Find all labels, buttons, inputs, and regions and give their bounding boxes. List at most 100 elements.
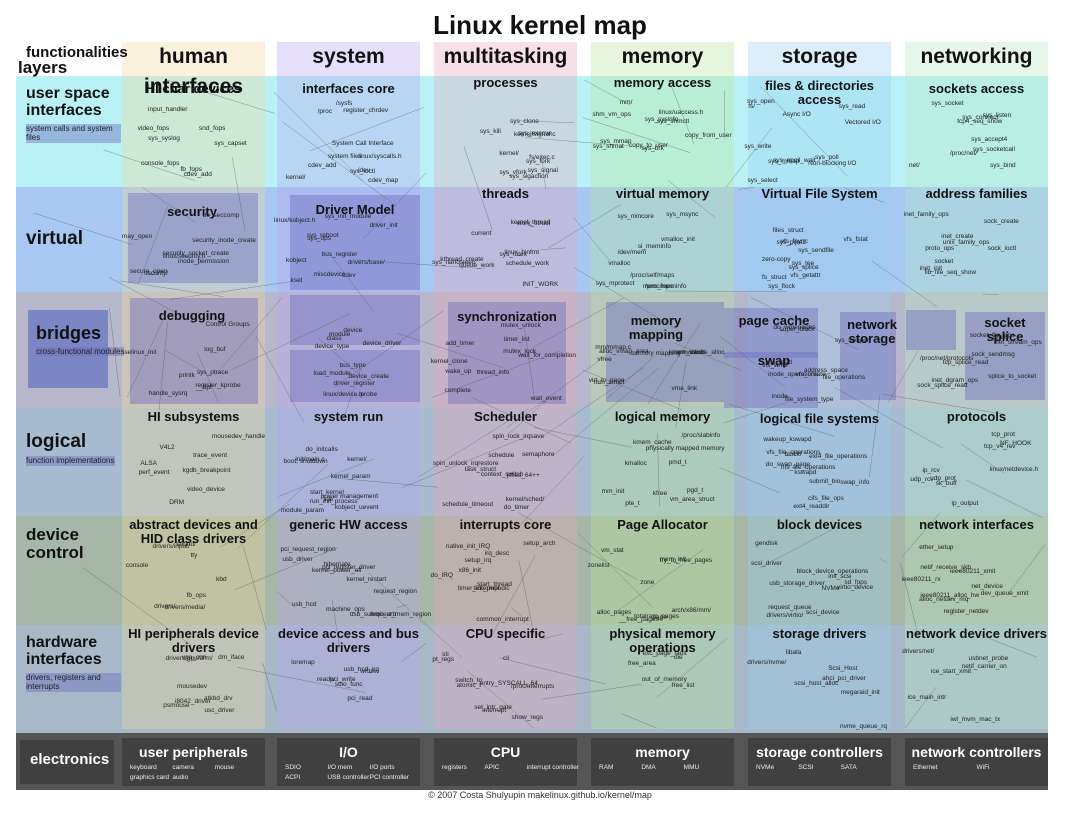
connection-line [728, 404, 835, 437]
func-networking-14: inet_family_ops [903, 210, 949, 218]
func-human_ui-3: video_fops [137, 124, 170, 132]
connection-line [243, 546, 267, 630]
func-multitasking-53: show_regs [511, 714, 543, 722]
electronics-item: graphics card [130, 774, 170, 781]
func-system-39: power management [320, 492, 379, 500]
func-human_ui-4: snd_fops [199, 125, 226, 133]
electronics-title: I/O [339, 744, 358, 760]
func-system-5: /sysfs [335, 100, 353, 108]
connection-line [234, 547, 339, 590]
func-memory-18: vmalloc_init [661, 235, 695, 243]
func-memory-1: linux/uaccess.h [658, 108, 704, 116]
func-human_ui-1: input_handler [148, 106, 188, 114]
func-networking-49: ice_start_xmit [930, 667, 972, 675]
func-storage-15: sys_pipe2 [776, 238, 806, 246]
func-system-18: bus_register [321, 250, 358, 258]
electronics-item: keyboard [130, 764, 157, 771]
func-system-10: cdev_map [368, 176, 399, 184]
func-human_ui-35: drivers/media/ [164, 604, 206, 611]
connection-line [887, 350, 919, 404]
electronics-item: I/O mem [327, 764, 353, 771]
connection-line [534, 427, 632, 448]
func-storage-24: vfs_write [762, 361, 788, 369]
func-multitasking-23: mutex_unlock [500, 321, 541, 329]
column-header-2: multitasking [443, 45, 568, 68]
func-human_ui-47: psmouse [163, 702, 190, 710]
connection-line [647, 323, 701, 405]
connection-line [905, 687, 937, 729]
column-band-2 [434, 42, 577, 729]
connection-line [759, 526, 838, 568]
cell-virtual_memory: virtual memory [615, 186, 710, 201]
func-memory-4: sys_brk [641, 145, 664, 153]
func-networking-7: /proc/net/ [949, 150, 978, 158]
cell-files_dirs: files & directories access [764, 78, 875, 107]
func-multitasking-20: thread_info [476, 368, 510, 376]
func-multitasking-25: complete [444, 386, 471, 394]
connection-line [881, 393, 1003, 415]
func-system-61: usb_hcd_irq [343, 666, 380, 674]
func-memory-54: exc_page_fault [642, 650, 687, 658]
func-memory-3: copy_to_user [628, 141, 669, 149]
func-networking-0: net/ [908, 162, 920, 170]
func-system-19: driver_init [369, 222, 398, 230]
func-human_ui-29: V4L2 [159, 443, 175, 451]
func-human_ui-22: handle_sysrq [148, 390, 188, 398]
connection-line [664, 290, 787, 292]
func-memory-15: /proc/meminfo [645, 283, 687, 291]
column-header-1: system [312, 45, 385, 68]
func-human_ui-40: drivers/gpu/drm/ [165, 654, 213, 662]
func-storage-32: sys_swapon [834, 337, 871, 345]
connection-line [1008, 544, 1046, 594]
connection-line [309, 107, 425, 152]
row-band-2 [16, 292, 1048, 408]
connection-line [900, 563, 919, 638]
copyright-footer: © 2007 Costa Shulyupin makelinux.github.… [428, 790, 652, 800]
func-system-26: device_type [314, 342, 350, 350]
func-networking-17: unix_family_ops [942, 238, 990, 246]
func-human_ui-28: DRM [169, 498, 185, 506]
cell-page_allocator: Page Allocator [617, 517, 708, 532]
func-storage-41: ext4_readdir [793, 503, 830, 511]
subsystem-box-11 [906, 310, 956, 350]
func-system-43: run_init_process [309, 497, 358, 505]
func-system-35: kobject_uevent [334, 503, 379, 511]
connection-line [541, 683, 643, 700]
row-band-4 [16, 516, 1048, 625]
connection-line [675, 361, 687, 428]
func-human_ui-10: secure_open [129, 267, 168, 275]
func-system-3: system files [327, 152, 362, 160]
func-human_ui-23: __bpf [195, 384, 212, 392]
row-sublabel: system calls and system files [26, 123, 121, 143]
cell-system_run: system run [313, 409, 384, 424]
func-networking-40: alloc_netdev_mq [919, 596, 969, 604]
func-networking-13: socket [934, 257, 954, 265]
connection-line [396, 604, 408, 608]
func-networking-35: linux/netdevice.h [989, 466, 1039, 474]
connection-line [108, 277, 180, 315]
cell-address_families: address families [925, 186, 1028, 201]
func-memory-41: __free_pages [619, 616, 659, 624]
connection-line [843, 187, 884, 203]
func-memory-52: out_of_memory [641, 676, 687, 684]
connection-line [723, 399, 794, 424]
row-band-1 [16, 187, 1048, 292]
connection-line [869, 396, 881, 478]
func-system-34: kernel_param [330, 473, 371, 481]
connection-line [431, 351, 560, 398]
subsystem-box-8 [724, 352, 818, 408]
func-system-40: init/main.c [295, 455, 325, 463]
func-storage-6: Async I/O [782, 110, 811, 118]
func-memory-43: vm_stat [600, 547, 624, 555]
func-storage-13: zero-copy [761, 256, 791, 264]
func-networking-37: dev_queue_xmit [980, 589, 1029, 597]
func-human_ui-41: mousedev [176, 682, 207, 690]
connection-line [667, 180, 716, 218]
func-storage-61: megaraid_init [840, 688, 880, 696]
func-memory-8: sys_shmat [592, 143, 624, 151]
electronics-item: USB controller [327, 774, 370, 781]
func-storage-56: nvme_queue_rq [840, 723, 888, 731]
